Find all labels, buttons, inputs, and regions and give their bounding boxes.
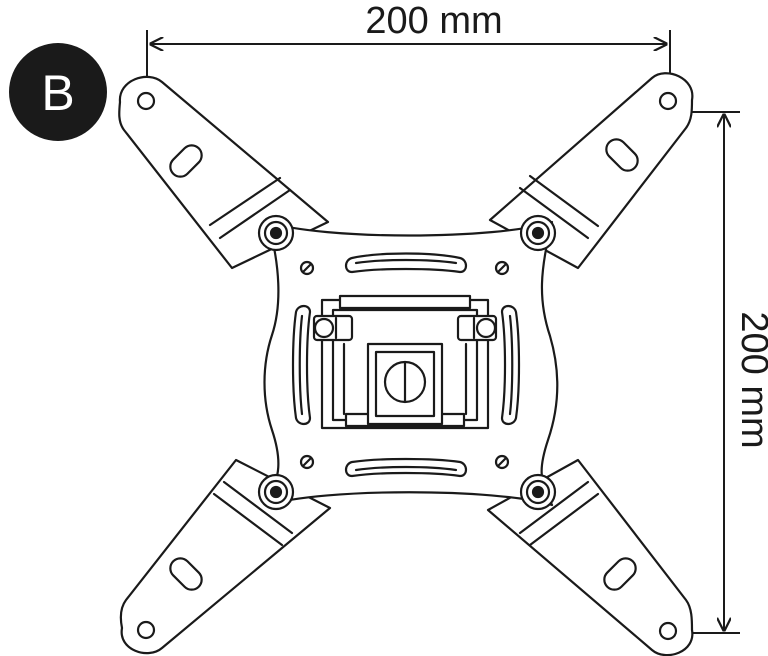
small-screw-bottom-right-slot [496,456,508,468]
nut-bottom-left-icon [257,473,295,511]
tilt-mechanism [312,294,498,430]
center-plate [257,214,559,511]
small-screw-bottom-right-icon [494,454,510,470]
arm-bottom-left-hole [136,620,156,640]
arm-top-right-slot [605,138,639,172]
pivot-screw-icon [383,360,427,404]
slot-left-inner [298,314,304,416]
arm-top-left-joint-2 [218,188,292,240]
small-screw-top-right-icon [494,260,510,276]
knob-left-icon [312,314,354,342]
arm-bottom-left-slot [169,557,203,591]
knob-right-cap [475,317,497,339]
badge-label: B [41,65,74,121]
badge-circle [9,43,107,141]
arm-bottom-right-joint [528,492,600,547]
small-screw-bottom-left-slot [301,456,313,468]
nut-top-left-inner [269,226,283,240]
small-screw-top-left-slot [301,262,313,274]
knob-left-cap [313,317,335,339]
letter-badge-icon: B [9,43,107,141]
nut-bottom-right-icon [519,473,557,511]
arm-bottom-left-joint [212,492,284,547]
small-screw-top-right-slot [496,262,508,274]
nut-top-right-icon [519,214,557,252]
slot-top-inner [354,258,458,265]
nut-top-right-inner [531,226,545,240]
slot-right-inner [508,314,514,416]
slot-right-outer [500,304,521,426]
nut-top-left-icon [257,214,295,252]
arm-top-right-joint [528,174,600,228]
slot-bottom [344,457,468,478]
nut-bottom-right-inner [531,485,545,499]
slot-top [344,252,468,274]
arm-top-right-hole [658,91,678,111]
arm-top-right-joint-2 [518,186,590,240]
knob-right-icon [456,314,498,342]
tilt-frame-top-bar [338,294,472,310]
arm-bottom-left-joint-2 [222,480,294,535]
slot-top-outer [344,252,468,274]
small-screw-bottom-left-icon [299,454,315,470]
small-screw-top-left-icon [299,260,315,276]
slot-right [500,304,521,426]
arm-top-left-joint [208,176,282,227]
arm-top-left-slot [169,144,203,178]
vertical-dimension-label: 200 mm [733,311,768,448]
arm-bottom-right-hole [658,621,678,641]
vertical-dimension [668,111,740,634]
slot-left [291,304,312,426]
nut-bottom-left-inner [269,485,283,499]
arm-top-left-hole [136,91,156,111]
slot-left-outer [291,304,312,426]
arm-bottom-right-slot [603,557,637,591]
vesa-mount-bracket-icon [118,72,694,656]
horizontal-dimension-label: 200 mm [365,0,502,42]
slot-bottom-inner [354,465,458,472]
arm-bottom-right-joint-2 [518,480,590,535]
